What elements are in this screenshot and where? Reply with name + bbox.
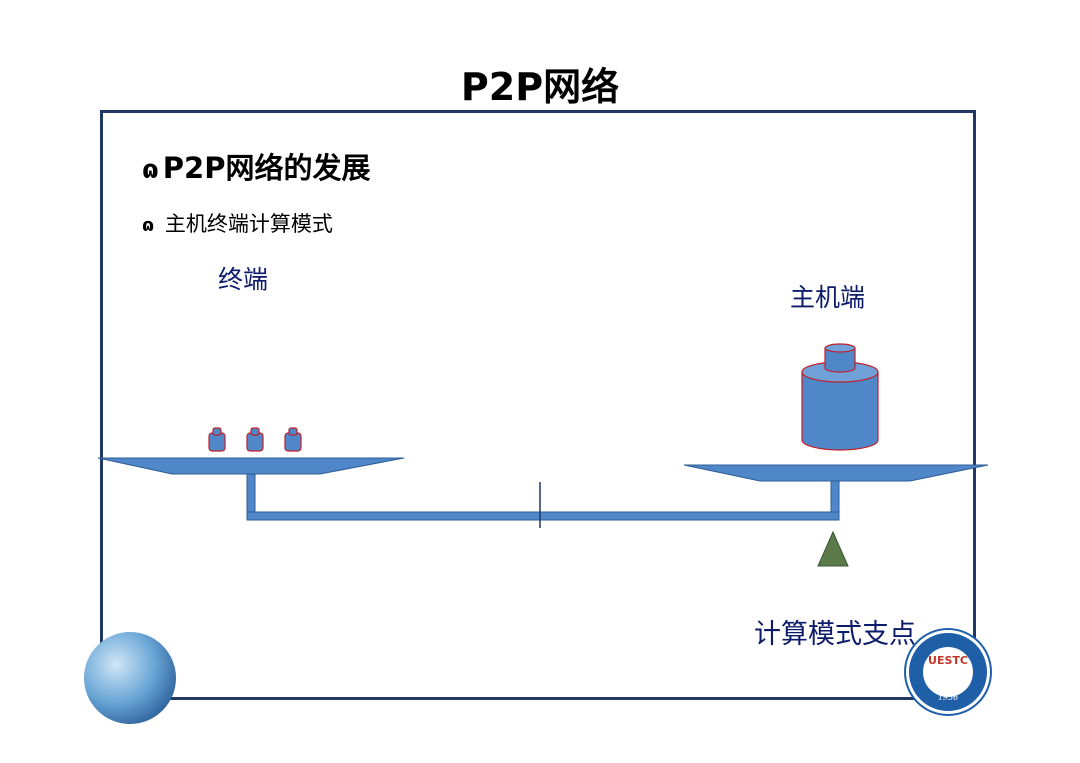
host-weight (801, 343, 879, 451)
terminal-pan (97, 457, 405, 475)
host-label: 主机端 (790, 283, 866, 312)
globe-icon (84, 632, 176, 724)
logo-emblem (923, 647, 973, 697)
section-heading-text: P2P网络的发展 (162, 151, 371, 185)
bullet-icon: ɷ (142, 215, 155, 236)
sub-bullet-text: 主机终端计算模式 (164, 212, 333, 236)
host-pan (683, 464, 989, 482)
terminal-weight (208, 427, 226, 452)
content-frame (100, 110, 976, 700)
university-logo: UESTC 1956 (906, 630, 990, 714)
logo-year: 1956 (937, 693, 959, 702)
logo-text: UESTC (928, 654, 968, 667)
terminal-weight (246, 427, 264, 452)
slide-title: P2P网络 (460, 65, 620, 109)
pivot-label: 计算模式支点 (752, 612, 918, 651)
bullet-icon: ɷ (142, 155, 159, 184)
terminal-label: 终端 (218, 265, 269, 294)
sub-bullet: ɷ 主机终端计算模式 (142, 208, 333, 238)
pivot-triangle (817, 530, 849, 567)
beam-bar (246, 511, 840, 521)
terminal-weight (284, 427, 302, 452)
